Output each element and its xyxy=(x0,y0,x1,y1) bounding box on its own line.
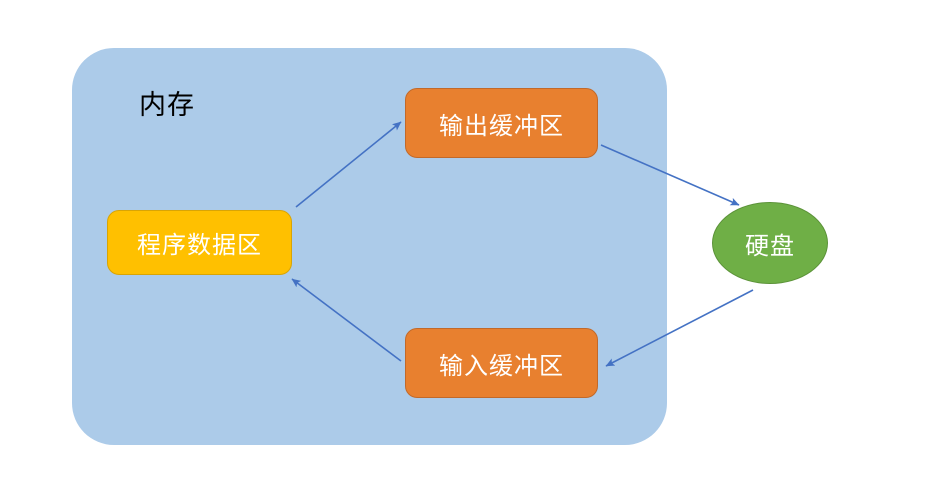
node-hard-disk-label: 硬盘 xyxy=(745,232,795,260)
memory-region-label: 内存 xyxy=(139,90,195,120)
node-hard-disk[interactable]: 硬盘 xyxy=(712,202,828,284)
node-output-buffer-label: 输出缓冲区 xyxy=(439,112,564,140)
node-input-buffer-label: 输入缓冲区 xyxy=(439,352,564,380)
node-program-data-area-label: 程序数据区 xyxy=(137,232,262,259)
node-program-data-area[interactable]: 程序数据区 xyxy=(107,210,292,275)
node-output-buffer[interactable]: 输出缓冲区 xyxy=(405,88,598,158)
node-input-buffer[interactable]: 输入缓冲区 xyxy=(405,328,598,398)
